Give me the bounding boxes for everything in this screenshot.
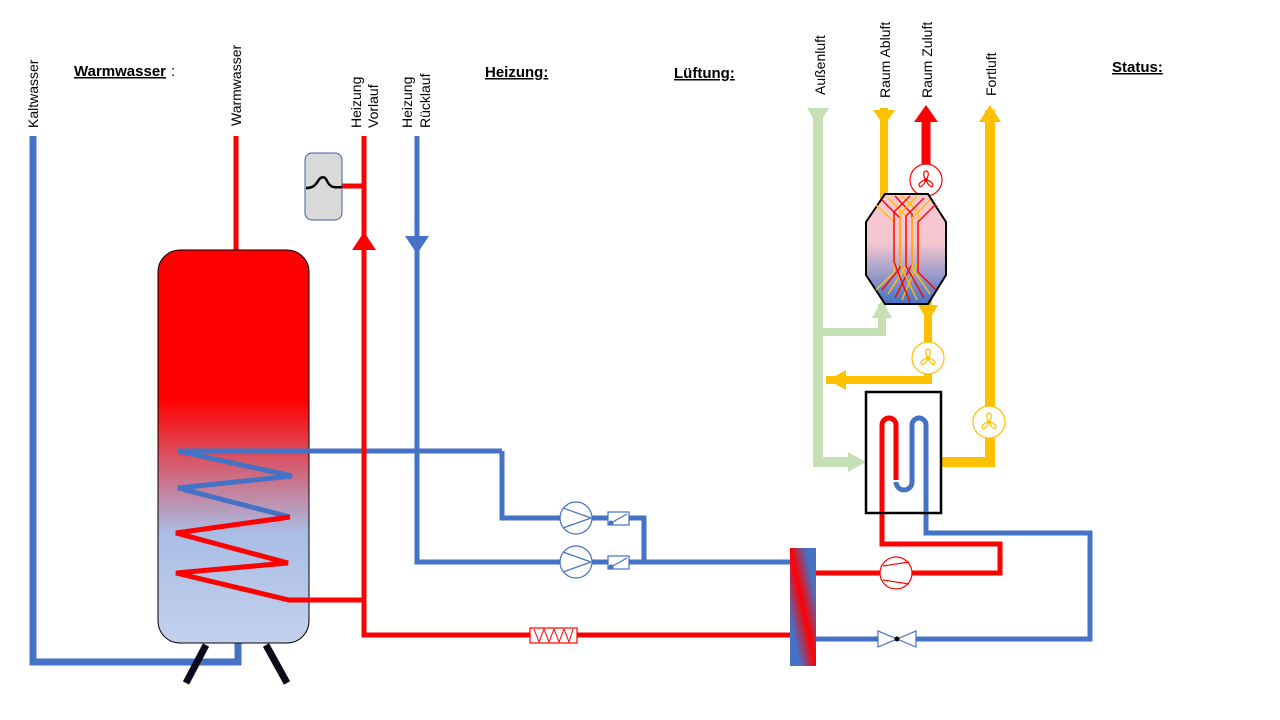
section-header-lueftung: Lüftung: <box>674 65 735 82</box>
tank-leg-right <box>262 643 291 685</box>
section-header-warmwasser-colon: : <box>171 63 175 80</box>
circulation-pump-heizung[interactable] <box>559 545 593 579</box>
arrow-down-abluft-icon <box>873 110 895 126</box>
expansion-valve[interactable] <box>877 630 917 648</box>
tank-coil-supply <box>175 514 362 603</box>
label-heizung-ruecklauf-1: Heizung <box>399 77 415 128</box>
evaporator-coil-hot <box>879 415 899 512</box>
duct-abluft-to-evaporator <box>826 300 932 384</box>
section-header-warmwasser: Warmwasser <box>74 63 166 80</box>
pipe-heizung-ruecklauf <box>414 136 790 565</box>
arrow-up-zuluft-icon <box>914 105 938 122</box>
fan-zuluft[interactable] <box>909 163 943 197</box>
label-heizung-vorlauf-2: Vorlauf <box>365 84 381 128</box>
arrow-right-aussenluft-icon <box>848 452 866 472</box>
pipe-refrigerant-hot <box>816 512 1003 576</box>
membrane-icon <box>305 176 343 190</box>
pipe-heizung-vorlauf <box>361 136 790 638</box>
compressor[interactable] <box>879 556 913 590</box>
arrow-left-abluft-icon <box>828 370 846 390</box>
evaporator-box <box>864 390 943 515</box>
check-valve-heizung[interactable] <box>607 555 630 570</box>
label-fortluft: Fortluft <box>983 52 999 96</box>
expansion-vessel <box>304 152 343 221</box>
label-raum-abluft: Raum Abluft <box>877 22 893 98</box>
tank-leg-left <box>182 643 210 685</box>
arrow-down-aussenluft-icon <box>807 108 829 126</box>
label-warmwasser: Warmwasser <box>228 45 244 126</box>
label-heizung-ruecklauf-2: Rücklauf <box>417 73 433 128</box>
fan-fortluft[interactable] <box>972 405 1006 439</box>
pipe-refrigerant-cold <box>816 512 1093 642</box>
arrow-up-vorlauf-icon <box>352 232 376 250</box>
duct-fortluft <box>942 110 995 467</box>
check-valve-warmwasser[interactable] <box>607 511 630 526</box>
evaporator-coil-cold <box>893 415 929 512</box>
duct-aussenluft <box>813 108 858 467</box>
label-aussenluft: Außenluft <box>812 35 828 95</box>
label-raum-zuluft: Raum Zuluft <box>919 22 935 98</box>
arrow-down-ruecklauf-icon <box>405 236 429 254</box>
plate-heat-exchanger <box>790 548 816 666</box>
label-kaltwasser: Kaltwasser <box>25 59 41 128</box>
arrow-up-hrv-icon <box>872 300 892 318</box>
fan-abluft[interactable] <box>911 341 945 375</box>
arrow-up-fortluft-icon <box>979 105 1001 122</box>
heat-recovery-ventilator <box>865 193 947 305</box>
electric-heater-element[interactable] <box>529 627 578 644</box>
tank-coil-return <box>177 448 502 520</box>
section-header-status: Status: <box>1112 59 1163 76</box>
section-header-heizung: Heizung: <box>485 64 548 81</box>
hot-water-storage-tank <box>157 249 310 644</box>
pipe-kaltwasser <box>29 136 242 666</box>
circulation-pump-warmwasser[interactable] <box>559 501 593 535</box>
arrow-down-hrv-out-icon <box>918 305 938 322</box>
label-heizung-vorlauf-1: Heizung <box>348 77 364 128</box>
